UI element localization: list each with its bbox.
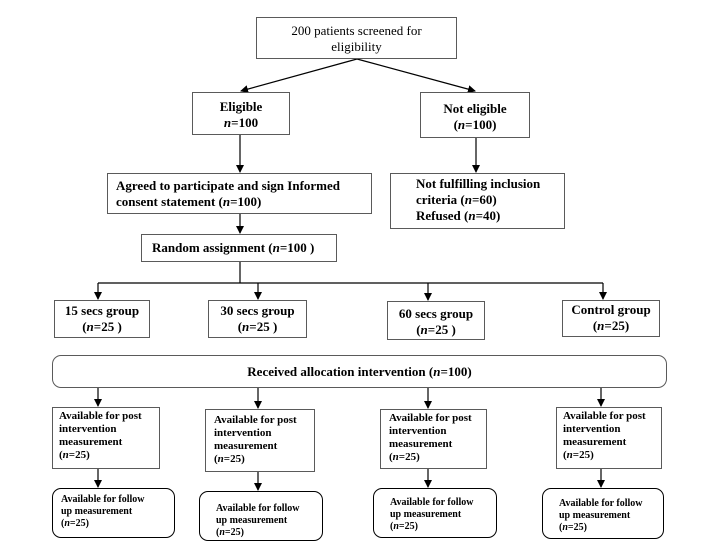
follow-1-line1: Available for follow — [61, 494, 145, 505]
not-eligible-count: (n=100) — [453, 117, 497, 132]
post-3-count: (n=25) — [389, 451, 420, 463]
follow-box-1: Available for follow up measurement (n=2… — [52, 488, 175, 538]
group-30-name: 30 secs group — [220, 303, 295, 318]
group-30-box: 30 secs group (n=25 ) — [208, 300, 307, 338]
follow-3-line2: up measurement — [390, 509, 462, 520]
random-assignment-label: Random assignment (n=100 ) — [152, 240, 315, 255]
post-2-line3: measurement — [214, 440, 278, 452]
screened-line2: eligibility — [331, 39, 382, 54]
group-15-box: 15 secs group (n=25 ) — [54, 300, 150, 338]
group-15-count: (n=25 ) — [82, 319, 122, 334]
group-60-name: 60 secs group — [398, 306, 474, 321]
not-eligible-box: Not eligible (n=100) — [420, 92, 530, 138]
group-15-name: 15 secs group — [64, 303, 140, 318]
post-3-line1: Available for post — [389, 412, 472, 424]
post-2-line1: Available for post — [214, 414, 297, 426]
follow-3-line1: Available for follow — [390, 497, 474, 508]
allocation-label: Received allocation intervention (n=100) — [247, 364, 472, 379]
post-1-line1: Available for post — [59, 410, 142, 422]
follow-4-line1: Available for follow — [559, 498, 643, 509]
not-eligible-title: Not eligible — [443, 101, 507, 116]
post-3-line3: measurement — [389, 438, 453, 450]
post-box-1: Available for post intervention measurem… — [52, 407, 160, 469]
agreed-box: Agreed to participate and sign Informed … — [107, 173, 372, 214]
post-box-2: Available for post intervention measurem… — [205, 409, 315, 472]
eligible-title: Eligible — [219, 99, 263, 114]
follow-2-line2: up measurement — [216, 515, 288, 526]
post-4-line3: measurement — [563, 436, 627, 448]
not-fulfilling-box: Not fulfilling inclusion criteria (n=60)… — [390, 173, 565, 229]
follow-4-count: (n=25) — [559, 522, 587, 533]
not-fulfilling-criteria: criteria (n=60) — [416, 192, 497, 207]
post-1-count: (n=25) — [59, 449, 90, 461]
group-30-count: (n=25 ) — [237, 319, 278, 334]
group-control-box: Control group (n=25) — [562, 300, 660, 337]
follow-4-line2: up measurement — [559, 510, 631, 521]
eligible-count: n=100 — [223, 115, 259, 130]
post-2-line2: intervention — [214, 427, 272, 439]
not-fulfilling-line1: Not fulfilling inclusion — [416, 176, 541, 191]
post-4-line1: Available for post — [563, 410, 646, 422]
arrow-screened-to-eligible — [240, 58, 358, 93]
arrow-screened-to-not-eligible — [356, 58, 476, 94]
post-box-4: Available for post intervention measurem… — [556, 407, 662, 469]
post-4-count: (n=25) — [563, 449, 594, 461]
allocation-box: Received allocation intervention (n=100) — [52, 355, 667, 388]
eligible-box: Eligible n=100 — [192, 92, 290, 135]
agreed-line1: Agreed to participate and sign Informed — [116, 178, 341, 193]
screened-line1: 200 patients screened for — [291, 23, 422, 38]
screened-box: 200 patients screened for eligibility — [256, 17, 457, 59]
not-fulfilling-refused: Refused (n=40) — [416, 208, 501, 223]
post-1-line2: intervention — [59, 423, 117, 435]
post-box-3: Available for post intervention measurem… — [380, 409, 487, 469]
follow-box-3: Available for follow up measurement (n=2… — [373, 488, 497, 538]
follow-2-count: (n=25) — [216, 527, 244, 538]
follow-3-count: (n=25) — [390, 521, 418, 532]
group-60-box: 60 secs group (n=25 ) — [387, 301, 485, 340]
follow-box-4: Available for follow up measurement (n=2… — [542, 488, 664, 539]
post-2-count: (n=25) — [214, 453, 245, 465]
follow-1-count: (n=25) — [61, 518, 89, 529]
post-4-line2: intervention — [563, 423, 621, 435]
group-60-count: (n=25 ) — [416, 322, 456, 337]
group-control-name: Control group — [571, 302, 651, 317]
random-assignment-box: Random assignment (n=100 ) — [141, 234, 337, 262]
group-control-count: (n=25) — [592, 318, 630, 333]
follow-box-2: Available for follow up measurement (n=2… — [199, 491, 323, 541]
post-1-line3: measurement — [59, 436, 123, 448]
agreed-line2: consent statement (n=100) — [116, 194, 262, 209]
post-3-line2: intervention — [389, 425, 447, 437]
follow-2-line1: Available for follow — [216, 503, 300, 514]
follow-1-line2: up measurement — [61, 506, 133, 517]
